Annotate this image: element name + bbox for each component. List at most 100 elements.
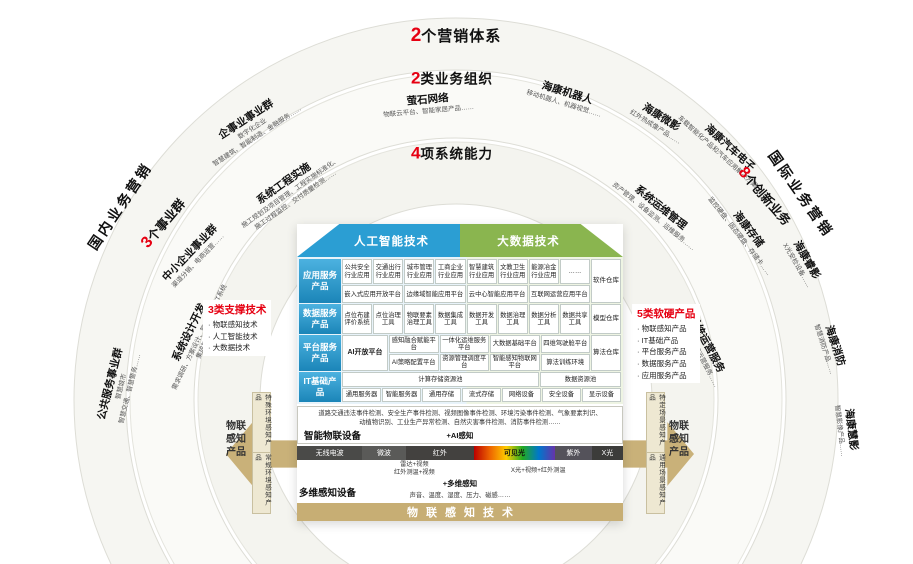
products-item: 数据服务产品 bbox=[637, 358, 695, 370]
product-cell: 感知融合赋能平台 bbox=[389, 335, 439, 353]
product-cell: 数据治理工具 bbox=[497, 304, 528, 334]
product-cell: 公共安全行业应用 bbox=[342, 259, 373, 285]
technology-stack: 人工智能技术 大数据技术 应用服务产品 公共安全行业应用 交通出行行业应用 城市… bbox=[297, 224, 623, 521]
product-categories-box: 5类软硬产品 物联感知产品 IT基础产品 平台服务产品 数据服务产品 应用服务产… bbox=[632, 304, 701, 384]
product-cell: 数据资源池 bbox=[539, 372, 621, 387]
row-label-it: IT基础产品 bbox=[299, 372, 341, 402]
model-repo-cell: 模型仓库 bbox=[591, 304, 621, 334]
products-list: 物联感知产品 IT基础产品 平台服务产品 数据服务产品 应用服务产品 bbox=[637, 323, 695, 381]
product-cell: 工商企业行业应用 bbox=[435, 259, 466, 285]
product-cell: 数据分析工具 bbox=[528, 304, 559, 334]
product-cell: 数据开发工具 bbox=[466, 304, 497, 334]
product-cell: 显示设备 bbox=[582, 387, 621, 402]
software-repo-cell: 软件仓库 bbox=[591, 259, 621, 303]
left-sense-category-box: 常规环境感知产品 bbox=[252, 452, 271, 514]
product-cell: 嵌入式应用开放平台 bbox=[342, 285, 404, 303]
spectrum-band: X光 bbox=[591, 446, 623, 460]
it-cells: 计算存储资源池 数据资源池 通用服务器 智能服务器 通用存储 流式存储 网络设备… bbox=[342, 372, 621, 402]
header-number: 4 bbox=[411, 143, 421, 163]
devices-title: 智能物联设备 bbox=[304, 431, 362, 442]
product-cell: 安全设备 bbox=[542, 387, 581, 402]
product-cell: 数据集成工具 bbox=[435, 304, 466, 334]
product-cell: 云中心智能应用平台 bbox=[466, 285, 528, 303]
left-sense-category-box: 特殊环境感知产品 bbox=[252, 392, 271, 454]
smart-iot-devices-box: 道路交通违法事件检测、安全生产事件检测、视频图像事件检测、环境污染事件检测、气象… bbox=[297, 406, 623, 444]
multi-sense-devices-row: 多维感知设备 +多维感知 声音、温度、湿度、压力、磁感…… bbox=[297, 477, 623, 501]
ring-header-capability: 4项系统能力 bbox=[411, 143, 493, 164]
products-title: 5类软硬产品 bbox=[637, 308, 696, 320]
product-cell: AI策略配置平台 bbox=[389, 353, 439, 371]
header-number: 2 bbox=[411, 68, 421, 88]
spectrum-band: 无线电波 bbox=[297, 446, 363, 460]
algorithm-repo-cell: 算法仓库 bbox=[591, 335, 621, 371]
product-cell: 智能服务器 bbox=[382, 387, 421, 402]
product-cell: 点位治理工具 bbox=[373, 304, 404, 334]
product-cell: 文教卫生行业应用 bbox=[497, 259, 528, 285]
support-item: 物联感知技术 bbox=[208, 319, 266, 331]
combo-left: 雷达+视频 红外测温+视频 bbox=[394, 461, 435, 477]
right-sense-category-box: 通用场景感知产品 bbox=[646, 452, 665, 514]
devices-footer: 智能物联设备 +AI感知 bbox=[302, 428, 618, 442]
product-cell: 计算存储资源池 bbox=[342, 372, 539, 387]
app-services-row: 应用服务产品 公共安全行业应用 交通出行行业应用 城市管理行业应用 工商企业行业… bbox=[299, 259, 621, 303]
header-number: 2 bbox=[410, 25, 422, 46]
devices-desc-line: 动植物识别、工业生产异常检测、自然灾害事件检测、消防事件检测…… bbox=[359, 418, 561, 426]
row-label-data: 数据服务产品 bbox=[299, 304, 341, 334]
products-item: 物联感知产品 bbox=[637, 323, 695, 335]
support-item: 大数据技术 bbox=[208, 342, 266, 354]
ai-sense-tag: +AI感知 bbox=[446, 431, 474, 440]
bigdata-tech-label: 大数据技术 bbox=[497, 235, 560, 248]
spectrum-band: 红外 bbox=[405, 446, 474, 460]
product-cell: 物联要素治理工具 bbox=[404, 304, 435, 334]
data-services-row: 数据服务产品 点位布建评价系统 点位治理工具 物联要素治理工具 数据集成工具 数… bbox=[299, 304, 621, 334]
app-cells: 公共安全行业应用 交通出行行业应用 城市管理行业应用 工商企业行业应用 智慧建筑… bbox=[342, 259, 590, 303]
products-item: IT基础产品 bbox=[637, 335, 695, 347]
product-cell: 流式存储 bbox=[462, 387, 501, 402]
header-text: 项系统能力 bbox=[420, 146, 493, 162]
combo-line: 雷达+视频 bbox=[400, 461, 429, 468]
left-arrow-label: 物联感知产品 bbox=[226, 421, 246, 458]
data-cells: 点位布建评价系统 点位治理工具 物联要素治理工具 数据集成工具 数据开发工具 数… bbox=[342, 304, 590, 334]
devices-desc-line: 道路交通违法事件检测、安全生产事件检测、视频图像事件检测、环境污染事件检测、气象… bbox=[318, 410, 602, 417]
product-cell: 智能感知物联网平台 bbox=[490, 353, 540, 371]
platform-cells: AI开放平台 感知融合赋能平台 一体化运维服务平台 大数据基础平台 四维驾驶舱平… bbox=[342, 335, 590, 371]
roof: 人工智能技术 大数据技术 bbox=[297, 224, 623, 257]
ring-header-marketing: 2个营销体系 bbox=[411, 25, 502, 47]
spectrum-band-visible-light: 可见光 bbox=[473, 446, 555, 460]
products-item: 应用服务产品 bbox=[637, 370, 695, 382]
product-cell: 城市管理行业应用 bbox=[404, 259, 435, 285]
support-title: 3类支撑技术 bbox=[208, 304, 267, 316]
product-cell: 交通出行行业应用 bbox=[373, 259, 404, 285]
combo-right: X光+视频+红外测温 bbox=[510, 467, 566, 474]
product-cell: 算法训练环境 bbox=[540, 353, 590, 371]
support-technologies-box: 3类支撑技术 物联感知技术 人工智能技术 大数据技术 bbox=[203, 300, 272, 356]
product-cell: 互联网运营应用平台 bbox=[528, 285, 590, 303]
product-cell: 资源管理调度平台 bbox=[439, 353, 489, 371]
spectrum-bar: 无线电波 微波 红外 可见光 紫外 X光 bbox=[297, 446, 623, 460]
products-item: 平台服务产品 bbox=[637, 346, 695, 358]
row-label-app: 应用服务产品 bbox=[299, 259, 341, 303]
right-sense-category-box: 特定场景感知产品 bbox=[646, 392, 665, 454]
spectrum-band: 紫外 bbox=[554, 446, 592, 460]
right-arrow-label: 物联感知产品 bbox=[669, 421, 689, 458]
product-cell: …… bbox=[559, 259, 590, 285]
support-list: 物联感知技术 人工智能技术 大数据技术 bbox=[208, 319, 266, 354]
multi-sense-tag: +多维感知 bbox=[442, 479, 478, 488]
product-cell: 通用存储 bbox=[422, 387, 461, 402]
ai-tech-label: 人工智能技术 bbox=[354, 235, 430, 248]
product-cell: 能源冶金行业应用 bbox=[528, 259, 559, 285]
iot-sensing-banner: 物联感知技术 bbox=[297, 503, 623, 521]
sensing-combos: 雷达+视频 红外测温+视频 X光+视频+红外测温 bbox=[297, 461, 623, 477]
multi-sense-title: 多维感知设备 bbox=[299, 488, 357, 499]
header-text: 类业务组织 bbox=[420, 71, 493, 87]
row-label-platform: 平台服务产品 bbox=[299, 335, 341, 371]
product-cell: 智慧建筑行业应用 bbox=[466, 259, 497, 285]
it-infrastructure-row: IT基础产品 计算存储资源池 数据资源池 通用服务器 智能服务器 通用存储 流式… bbox=[299, 372, 621, 402]
product-cell: 通用服务器 bbox=[342, 387, 381, 402]
product-cell: 一体化运维服务平台 bbox=[439, 335, 489, 353]
product-cell: 大数据基础平台 bbox=[490, 335, 540, 353]
product-cell: 四维驾驶舱平台 bbox=[540, 335, 590, 353]
product-cell: 边缘域智能应用平台 bbox=[404, 285, 466, 303]
platform-services-row: 平台服务产品 AI开放平台 感知融合赋能平台 一体化运维服务平台 大数据基础平台… bbox=[299, 335, 621, 371]
